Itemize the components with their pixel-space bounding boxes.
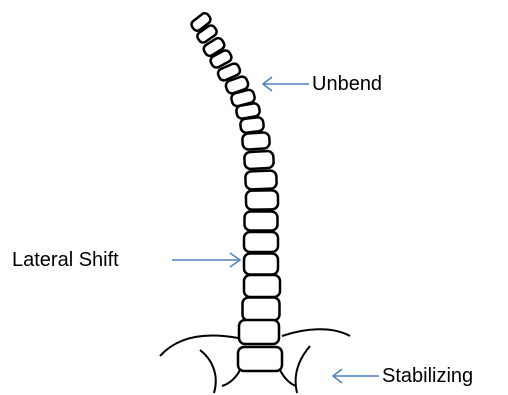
stabilizing-arrow bbox=[333, 369, 379, 383]
vertebra bbox=[239, 320, 279, 344]
lateral-shift-arrow bbox=[172, 253, 240, 267]
unbend-arrow bbox=[263, 77, 309, 91]
unbend-label: Unbend bbox=[312, 74, 382, 94]
vertebra bbox=[244, 232, 278, 252]
vertebra bbox=[242, 132, 270, 150]
lateral-shift-label: Lateral Shift bbox=[12, 250, 119, 270]
vertebra bbox=[245, 170, 277, 189]
vertebra bbox=[244, 275, 280, 297]
vertebral-column bbox=[190, 12, 282, 371]
vertebra bbox=[243, 298, 280, 321]
vertebra bbox=[240, 117, 265, 134]
sacral-vertebra bbox=[238, 347, 282, 371]
pelvis-left-hip bbox=[200, 350, 216, 393]
vertebra bbox=[245, 212, 278, 231]
vertebra bbox=[244, 151, 274, 169]
pelvis-left-wing bbox=[160, 335, 238, 356]
pelvis-right-hip bbox=[296, 346, 310, 393]
vertebra bbox=[246, 190, 278, 210]
stabilizing-label: Stabilizing bbox=[382, 366, 473, 386]
sacrum-right-edge bbox=[280, 370, 296, 386]
vertebra bbox=[244, 254, 278, 275]
pelvis-right-wing bbox=[282, 329, 350, 336]
sacrum-left-edge bbox=[222, 370, 240, 386]
